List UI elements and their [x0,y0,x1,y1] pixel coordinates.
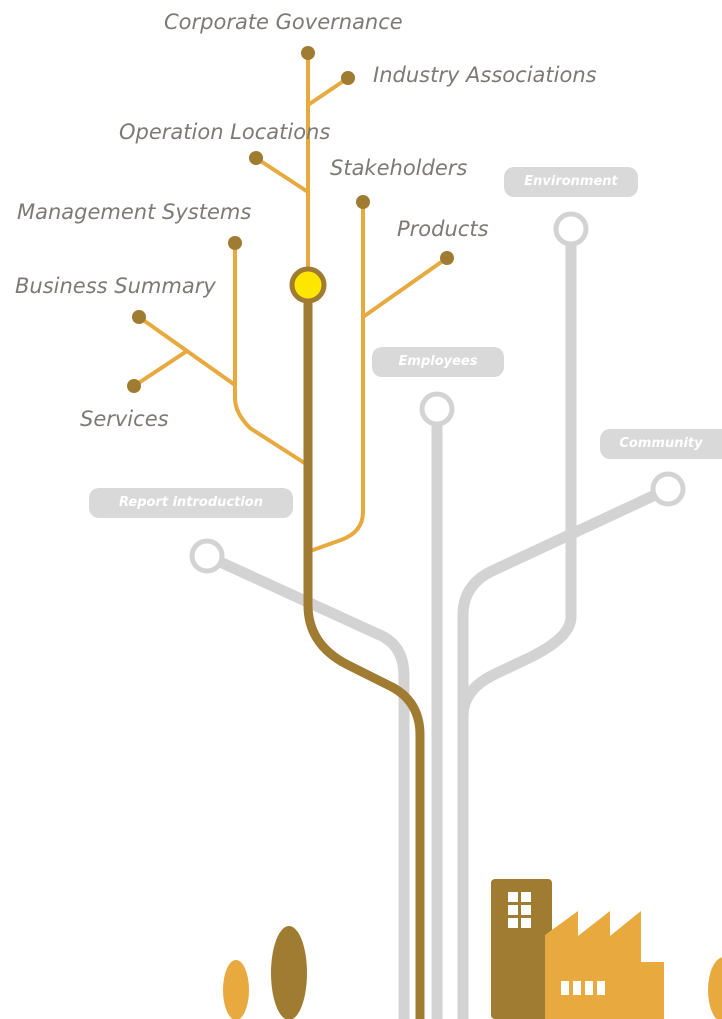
tree-icon [223,960,249,1019]
products-branch [361,256,449,319]
management-branch [233,241,308,466]
stakeholders-branch [311,200,365,552]
industry-associations-dot [341,71,355,85]
stakeholders-dot [356,195,370,209]
community-track [457,483,674,1019]
tree-icon [708,957,722,1019]
business-summary-label[interactable]: Business Summary [15,274,216,298]
products-label[interactable]: Products [397,217,489,241]
services-dot [127,379,141,393]
corporate-governance-dot [301,46,315,60]
community-pill[interactable]: Community [600,429,722,459]
office-building-icon [491,879,552,1019]
operation-branch [254,156,310,194]
services-label[interactable]: Services [80,407,169,431]
industry-branch [306,76,350,107]
operation-locations-label[interactable]: Operation Locations [119,120,331,144]
products-dot [440,251,454,265]
report-introduction-node [189,538,225,574]
management-systems-dot [228,236,242,250]
factory-icon [545,911,664,1019]
corporate-governance-label[interactable]: Corporate Governance [164,10,403,34]
business-summary-dot [132,310,146,324]
report-introduction-track [201,550,410,1019]
management-systems-label[interactable]: Management Systems [17,200,252,224]
operation-locations-dot [249,151,263,165]
community-node [650,471,686,507]
main-trunk [303,285,425,1019]
industry-associations-label[interactable]: Industry Associations [373,63,597,87]
employees-pill[interactable]: Employees [372,347,504,377]
environment-pill[interactable]: Environment [504,167,638,197]
highlight-node [289,266,327,304]
tree-icon [271,926,307,1019]
environment-node [553,211,589,247]
employees-node [419,391,455,427]
report-introduction-pill[interactable]: Report introduction [89,488,293,518]
services-branch [132,349,189,388]
stakeholders-label[interactable]: Stakeholders [330,156,468,180]
